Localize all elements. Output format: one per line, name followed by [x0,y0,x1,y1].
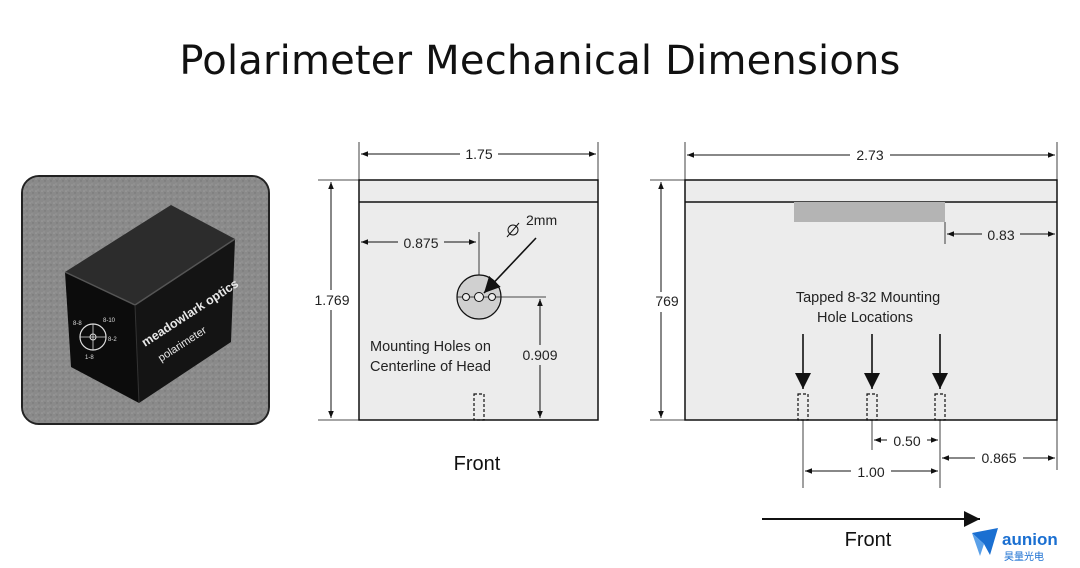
edge-offset-dimension: 0.865 [981,450,1016,466]
side-view: 2.73 769 0.83 Tapped 8-32 Mounting Hole … [650,142,1058,551]
page-title: Polarimeter Mechanical Dimensions [179,38,901,84]
aunion-logo-icon [972,528,998,556]
port-label: 8-10 [103,318,116,324]
port-label: 1-8 [85,355,94,361]
width-dimension: 1.75 [465,146,492,162]
slot-offset-dimension: 0.83 [987,227,1014,243]
height-dimension: 1.769 [314,292,349,308]
mounting-note-line2: Centerline of Head [370,359,491,375]
port-label: 8-8 [73,321,82,327]
tapped-note-line2: Hole Locations [817,310,913,326]
hole-height-dimension: 0.909 [522,347,557,363]
side-view-caption: Front [845,529,892,551]
logo-wordmark: aunion [1002,530,1058,549]
spacing-small-dimension: 0.50 [893,433,920,449]
tapped-note-line1: Tapped 8-32 Mounting [796,290,940,306]
logo-subtitle: 昊量光电 [1004,552,1044,563]
product-photo: 8-10 8-2 1-8 8-8 meadowlark optics polar… [21,175,270,425]
port-label: 8-2 [108,337,117,343]
front-view: 1.75 1.769 0.875 2mm 0.909 Mounting Hole… [310,142,599,475]
height-dimension: 769 [655,293,679,309]
hole-offset-dimension: 0.875 [403,235,438,251]
port-diagram: 8-10 8-2 1-8 8-8 [73,318,117,361]
spacing-large-dimension: 1.00 [857,464,884,480]
label-slot [794,202,945,222]
diameter-leader [483,237,537,294]
mounting-note-line1: Mounting Holes on [370,339,491,355]
front-view-caption: Front [454,453,501,475]
mounting-hole [473,393,485,421]
hole-diameter-label: 2mm [526,212,557,228]
diameter-symbol [507,224,519,236]
width-dimension: 2.73 [856,147,883,163]
